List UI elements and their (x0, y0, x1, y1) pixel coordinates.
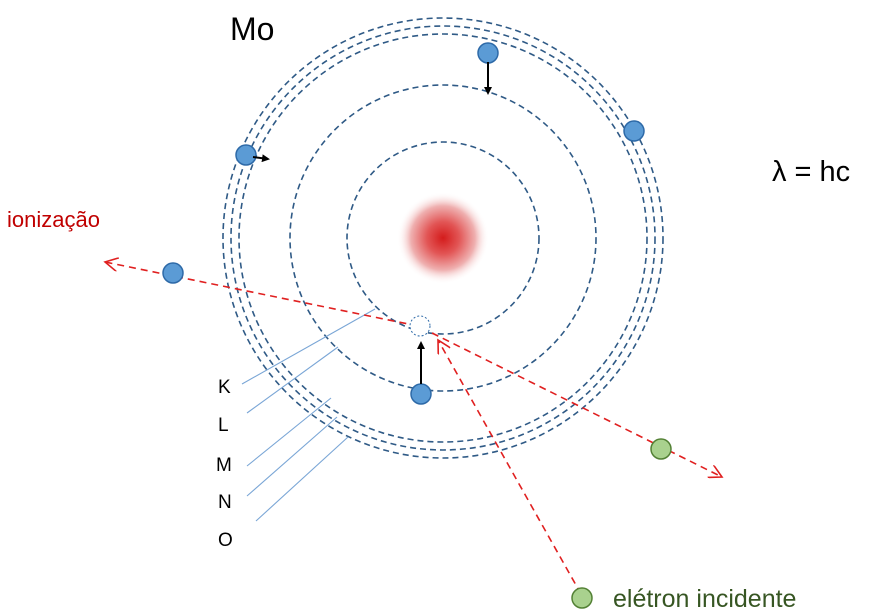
shell-label-n: N (218, 492, 232, 513)
incident-electron-path (438, 340, 581, 594)
incident-electron-label: elétron incidente (613, 585, 796, 613)
leader-line-k (242, 309, 375, 384)
leader-line-n (247, 417, 337, 496)
k-shell-vacancy (410, 316, 430, 336)
electron-o-left (236, 145, 256, 165)
ionized-electron-path (105, 262, 418, 326)
leader-line-m (247, 398, 331, 466)
shell-label-m: M (216, 455, 232, 476)
scattered-electron (651, 439, 671, 459)
shell-label-o: O (218, 530, 233, 551)
wavelength-formula: λ = hc (772, 156, 850, 188)
electron-l-bottom (411, 384, 431, 404)
leader-line-o (256, 437, 348, 521)
electron-o-right (624, 121, 644, 141)
shell-label-k: K (218, 377, 231, 398)
nucleus (397, 192, 489, 284)
electron-n-top (478, 43, 498, 63)
ejected-electron (163, 263, 183, 283)
ionization-label: ionização (7, 207, 100, 232)
incident-electron-legend (572, 588, 592, 608)
element-symbol: Mo (230, 11, 274, 47)
shell-label-l: L (218, 415, 229, 436)
